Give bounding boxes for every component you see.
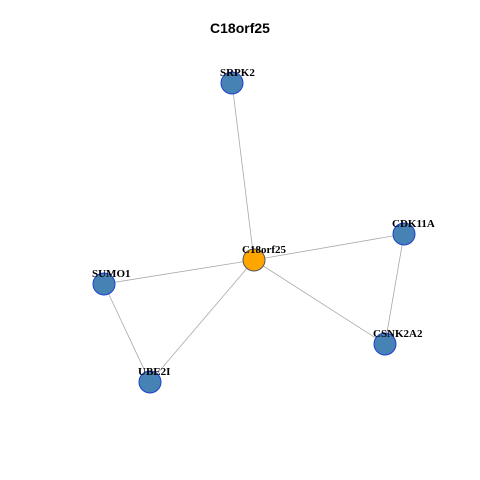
node-circle[interactable] bbox=[220, 71, 244, 95]
node-circle[interactable] bbox=[138, 370, 162, 394]
node-ube2i[interactable]: UBE2I bbox=[138, 366, 170, 394]
node-c18orf25[interactable]: C18orf25 bbox=[242, 244, 286, 272]
edge-c18orf25-ube2i bbox=[149, 259, 255, 383]
node-circle[interactable] bbox=[242, 248, 266, 272]
node-cdk11a[interactable]: CDK11A bbox=[392, 218, 435, 246]
edge-sumo1-ube2i bbox=[103, 283, 151, 383]
edge-c18orf25-srpk2 bbox=[231, 82, 255, 261]
edges-layer bbox=[103, 82, 405, 383]
node-label: SRPK2 bbox=[220, 67, 255, 79]
node-csnk2a2[interactable]: CSNK2A2 bbox=[373, 328, 423, 356]
node-circle[interactable] bbox=[373, 332, 397, 356]
node-circle[interactable] bbox=[92, 272, 116, 296]
node-label: SUMO1 bbox=[92, 268, 131, 280]
node-label: UBE2I bbox=[138, 366, 170, 378]
node-circle[interactable] bbox=[392, 222, 416, 246]
edge-cdk11a-csnk2a2 bbox=[384, 233, 405, 345]
node-label: CDK11A bbox=[392, 218, 435, 230]
edge-c18orf25-csnk2a2 bbox=[253, 259, 386, 345]
node-label: C18orf25 bbox=[242, 244, 286, 256]
edge-c18orf25-sumo1 bbox=[103, 259, 255, 285]
node-sumo1[interactable]: SUMO1 bbox=[92, 268, 131, 296]
edge-c18orf25-cdk11a bbox=[253, 233, 405, 261]
node-srpk2[interactable]: SRPK2 bbox=[220, 67, 255, 95]
graph-title: C18orf25 bbox=[210, 20, 270, 36]
node-label: CSNK2A2 bbox=[373, 328, 423, 340]
